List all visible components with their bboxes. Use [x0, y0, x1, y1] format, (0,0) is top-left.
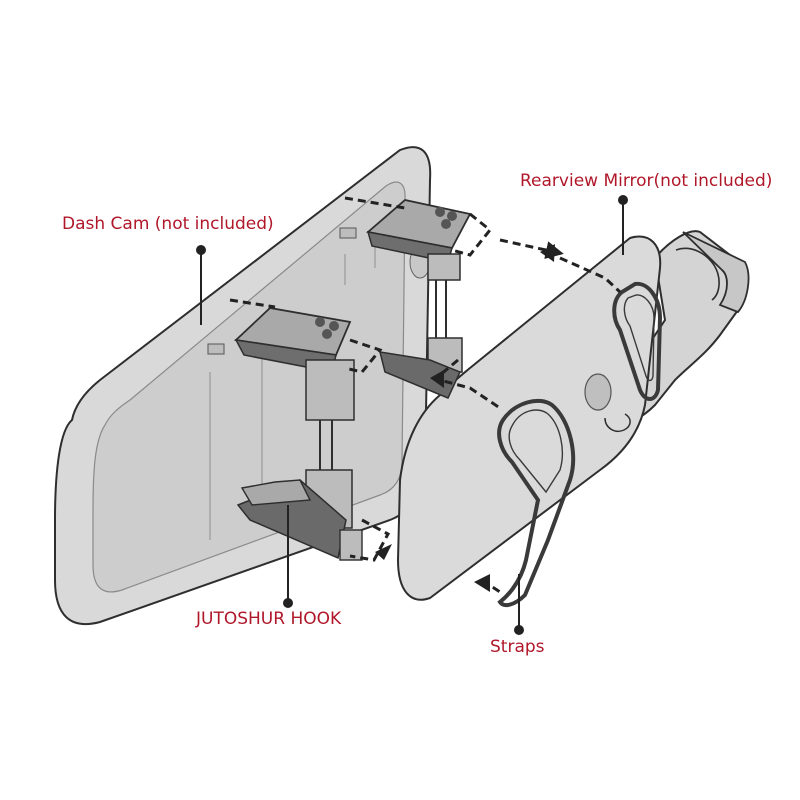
mirror-callout-dot — [618, 195, 628, 205]
rearview-mirror-label: Rearview Mirror(not included) — [520, 171, 773, 191]
straps-label: Straps — [490, 637, 545, 657]
hook-lower — [234, 307, 363, 561]
callout-leaders — [196, 195, 628, 635]
straps-callout-dot — [514, 625, 524, 635]
hook-upper — [366, 199, 472, 399]
dash-cam-callout-dot — [196, 245, 206, 255]
rearview-mirror-illustration — [396, 230, 750, 601]
straps-illustration — [497, 281, 663, 608]
guide-arrowheads — [375, 244, 555, 592]
hook-label: JUTOSHUR HOOK — [196, 609, 342, 629]
hook-callout-dot — [283, 598, 293, 608]
dash-cam-label: Dash Cam (not included) — [62, 214, 274, 234]
